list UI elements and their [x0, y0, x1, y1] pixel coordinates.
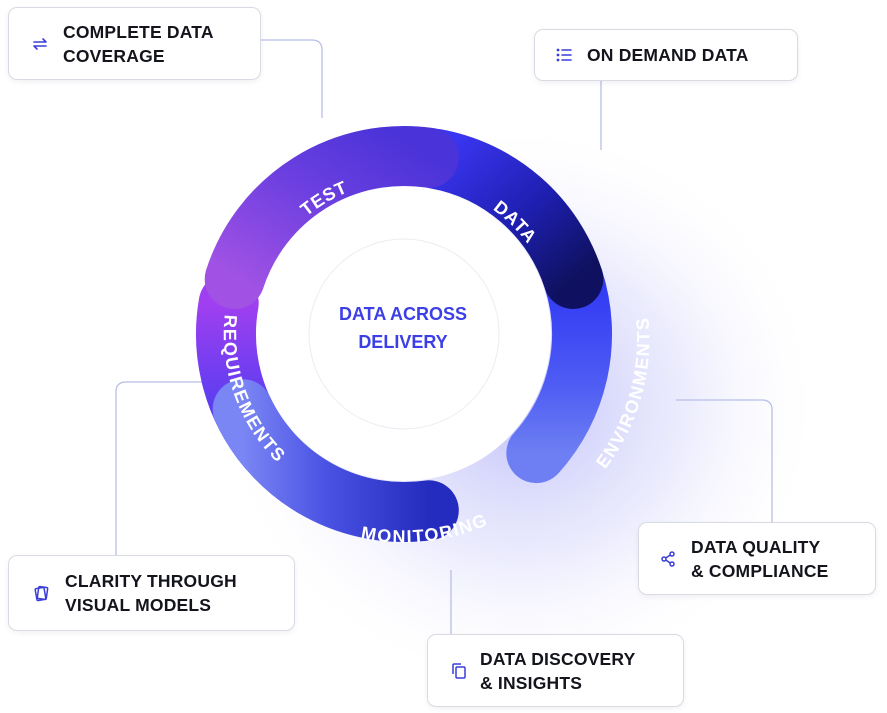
list-icon — [555, 46, 573, 64]
card-clarity-line-2: VISUAL MODELS — [65, 595, 212, 615]
card-discovery-line-1: DATA DISCOVERY — [480, 648, 636, 669]
copy-icon — [450, 662, 468, 680]
ring-segment-monitoring — [212, 379, 459, 542]
cards-icon — [33, 584, 51, 602]
card-quality-line-2: & COMPLIANCE — [691, 560, 829, 581]
card-complete-data-coverage: COMPLETE DATA COVERAGE — [8, 7, 261, 80]
connector-quality — [676, 399, 773, 522]
swap-arrows-icon — [31, 35, 49, 53]
connector-clarity — [115, 381, 205, 555]
center-title-line-2: DELIVERY — [358, 332, 448, 352]
card-coverage-line-1: COMPLETE DATA — [63, 21, 214, 42]
connector-lines — [115, 39, 773, 634]
center-title: DATA ACROSS DELIVERY — [308, 300, 498, 356]
card-clarity-line-1: CLARITY THROUGH — [65, 571, 237, 591]
card-data-discovery-insights: DATA DISCOVERY & INSIGHTS — [427, 634, 684, 707]
card-on-demand-data: ON DEMAND DATA — [534, 29, 798, 81]
card-quality-line-1: DATA QUALITY — [691, 536, 821, 557]
center-disk — [257, 187, 551, 481]
card-data-quality-compliance: DATA QUALITY & COMPLIANCE — [638, 522, 876, 595]
share-nodes-icon — [659, 550, 677, 568]
ring-segment-test — [204, 125, 459, 309]
center-inner-circle — [308, 238, 500, 430]
card-discovery-line-2: & INSIGHTS — [480, 672, 583, 693]
ring-segment-data — [404, 128, 604, 309]
card-coverage-line-2: COVERAGE — [63, 45, 165, 66]
center-title-line-1: DATA ACROSS — [339, 304, 467, 324]
connector-coverage — [261, 39, 323, 118]
card-clarity-visual-models: CLARITY THROUGH VISUAL MODELS — [8, 555, 295, 631]
card-on-demand-line-1: ON DEMAND DATA — [587, 45, 749, 65]
delivery-ring — [196, 125, 612, 542]
